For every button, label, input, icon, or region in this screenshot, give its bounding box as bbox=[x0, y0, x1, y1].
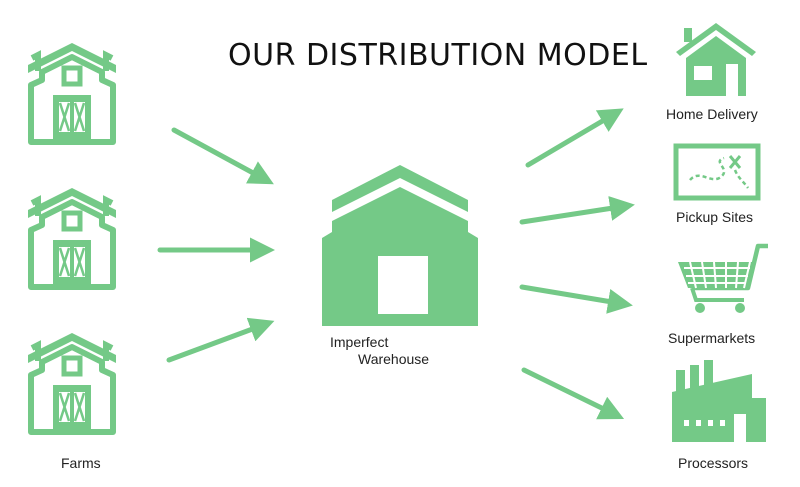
house-icon bbox=[676, 23, 756, 96]
arrow-warehouse-to-home-delivery bbox=[525, 108, 624, 168]
home-delivery-label: Home Delivery bbox=[666, 106, 758, 122]
farms-label: Farms bbox=[61, 455, 101, 471]
barn-icon bbox=[28, 43, 116, 142]
barn-icon bbox=[28, 188, 116, 287]
warehouse-label-line2: Warehouse bbox=[358, 351, 430, 367]
farm-barn-1 bbox=[28, 43, 116, 142]
arrow-warehouse-to-supermarkets bbox=[519, 284, 633, 314]
arrow-farm-3-to-warehouse bbox=[166, 317, 275, 363]
arrow-farm-1-to-warehouse bbox=[171, 127, 274, 185]
arrow-warehouse-to-pickup-sites bbox=[519, 196, 635, 225]
farm-barn-2 bbox=[28, 188, 116, 287]
map-icon bbox=[673, 143, 761, 201]
factory-icon bbox=[672, 360, 766, 442]
farm-barn-3 bbox=[28, 333, 116, 432]
arrow-warehouse-to-processors bbox=[521, 367, 625, 420]
processors-label: Processors bbox=[678, 455, 749, 471]
warehouse-icon bbox=[322, 165, 478, 326]
supermarkets-label: Supermarkets bbox=[668, 330, 756, 346]
shopping-cart-icon bbox=[678, 243, 768, 313]
pickup-sites-label: Pickup Sites bbox=[676, 209, 754, 225]
page-title: OUR DISTRIBUTION MODEL bbox=[228, 38, 648, 73]
barn-icon bbox=[28, 333, 116, 432]
warehouse-label-line1: Imperfect bbox=[330, 334, 389, 350]
